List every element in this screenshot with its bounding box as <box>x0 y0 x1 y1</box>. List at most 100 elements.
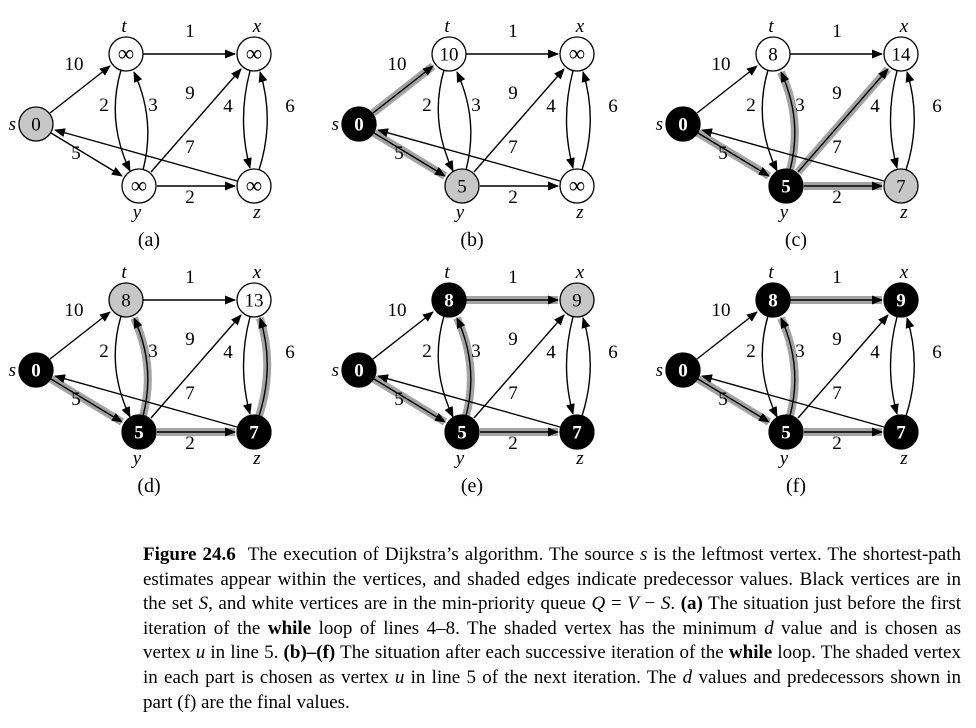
vertex-y <box>768 168 804 204</box>
edge-t-y-weight: 2 <box>746 341 756 362</box>
vertex-t-name: t <box>768 16 774 37</box>
edge-s-y-weight: 5 <box>394 143 404 164</box>
vertex-y-value: 5 <box>457 423 467 444</box>
edge-y-t-weight: 3 <box>471 341 481 362</box>
vertex-t <box>431 282 467 318</box>
vertex-z <box>883 414 919 450</box>
edge-z-s <box>701 128 885 182</box>
edge-t-x-weight: 1 <box>185 267 195 288</box>
vertex-z <box>883 168 919 204</box>
edge-z-s-weight: 7 <box>185 383 195 404</box>
edge-z-s <box>377 374 561 428</box>
edge-s-t-weight: 10 <box>712 54 731 75</box>
edge-t-y <box>437 69 454 172</box>
caption-segment: V <box>627 593 639 615</box>
caption-segment: while <box>728 642 773 664</box>
vertex-y-name: y <box>778 202 789 223</box>
vertex-s <box>18 106 54 142</box>
vertex-z-name: z <box>252 448 261 469</box>
edge-y-t <box>456 71 472 171</box>
edge-y-x-weight: 9 <box>508 329 518 350</box>
vertex-y-name: y <box>454 448 465 469</box>
edge-z-x-weight: 6 <box>285 342 295 363</box>
vertex-z-name: z <box>899 448 908 469</box>
edge-x-z <box>565 316 575 415</box>
vertex-y <box>121 414 157 450</box>
vertex-x-name: x <box>252 262 262 283</box>
edge-y-t-weight: 3 <box>471 95 481 116</box>
edge-y-z-weight: 2 <box>508 433 518 454</box>
vertex-x-value: 9 <box>572 291 582 312</box>
vertex-x-name: x <box>575 16 585 37</box>
edge-t-x-weight: 1 <box>832 267 842 288</box>
vertex-t <box>108 36 144 72</box>
vertex-z <box>559 168 595 204</box>
vertex-x-name: x <box>899 262 909 283</box>
edge-y-x <box>797 314 889 419</box>
vertex-x <box>559 36 595 72</box>
caption-segment: u <box>195 642 206 664</box>
figure-number: Figure 24.6 <box>143 544 236 565</box>
vertex-x <box>236 36 272 72</box>
edge-s-t <box>696 311 758 360</box>
caption-segment: The execution of Dijkstra’s algorithm. T… <box>247 544 641 565</box>
vertex-y-value: 5 <box>781 423 791 444</box>
edge-z-x-weight: 6 <box>932 342 942 363</box>
caption-segment: (b)–(f) <box>283 642 336 664</box>
vertex-y <box>121 168 157 204</box>
edge-y-x-weight: 9 <box>185 83 195 104</box>
edge-y-x <box>150 314 242 419</box>
vertex-t-value: ∞ <box>118 41 134 66</box>
edge-s-y-weight: 5 <box>71 389 81 410</box>
vertex-t-value: 8 <box>768 291 778 312</box>
edge-t-y <box>114 69 131 172</box>
edge-t-x-weight: 1 <box>185 21 195 42</box>
edge-x-z <box>565 70 575 169</box>
caption-segment: loop of lines 4–8. The shaded vertex has… <box>311 617 765 639</box>
vertex-t-name: t <box>121 262 127 283</box>
caption-segment: in line 5 of the next iteration. The <box>404 666 683 688</box>
vertex-y <box>768 414 804 450</box>
panel-label-d: (d) <box>137 475 160 497</box>
vertex-s-name: s <box>332 360 339 381</box>
edge-y-t-weight: 3 <box>795 341 805 362</box>
edge-x-z-weight: 4 <box>870 96 880 117</box>
vertex-z-value: ∞ <box>569 173 585 198</box>
vertex-z-value: 7 <box>896 423 906 444</box>
edge-s-y-weight: 5 <box>71 143 81 164</box>
vertex-y-value: ∞ <box>131 173 147 198</box>
vertex-s <box>665 106 701 142</box>
edge-z-s-weight: 7 <box>508 383 518 404</box>
edge-z-x <box>905 317 915 417</box>
edge-y-x-weight: 9 <box>185 329 195 350</box>
edge-y-x <box>473 68 565 173</box>
panel-label-c: (c) <box>785 229 807 251</box>
edge-t-y-weight: 2 <box>422 341 432 362</box>
vertex-t-value: 8 <box>768 45 778 66</box>
edge-z-s-weight: 7 <box>185 137 195 158</box>
vertex-t-value: 8 <box>121 291 131 312</box>
caption-segment: in line 5. <box>205 642 284 664</box>
vertex-y <box>444 414 480 450</box>
edge-x-z-weight: 4 <box>223 96 233 117</box>
vertex-t-name: t <box>121 16 127 37</box>
vertex-x-name: x <box>899 16 909 37</box>
edge-y-t <box>133 317 149 417</box>
edge-t-x-weight: 1 <box>508 267 518 288</box>
vertex-s-name: s <box>656 360 663 381</box>
vertex-s <box>665 352 701 388</box>
vertex-x-value: 13 <box>245 291 264 312</box>
edge-y-z-weight: 2 <box>832 187 842 208</box>
vertex-s-value: 0 <box>354 361 364 382</box>
caption-segment: , and white vertices are in the min-prio… <box>208 593 592 615</box>
edge-s-t-weight: 10 <box>65 300 84 321</box>
edge-s-t <box>49 311 111 360</box>
vertex-x-value: ∞ <box>569 41 585 66</box>
panel-label-a: (a) <box>138 229 160 251</box>
edge-z-s-weight: 7 <box>832 383 842 404</box>
